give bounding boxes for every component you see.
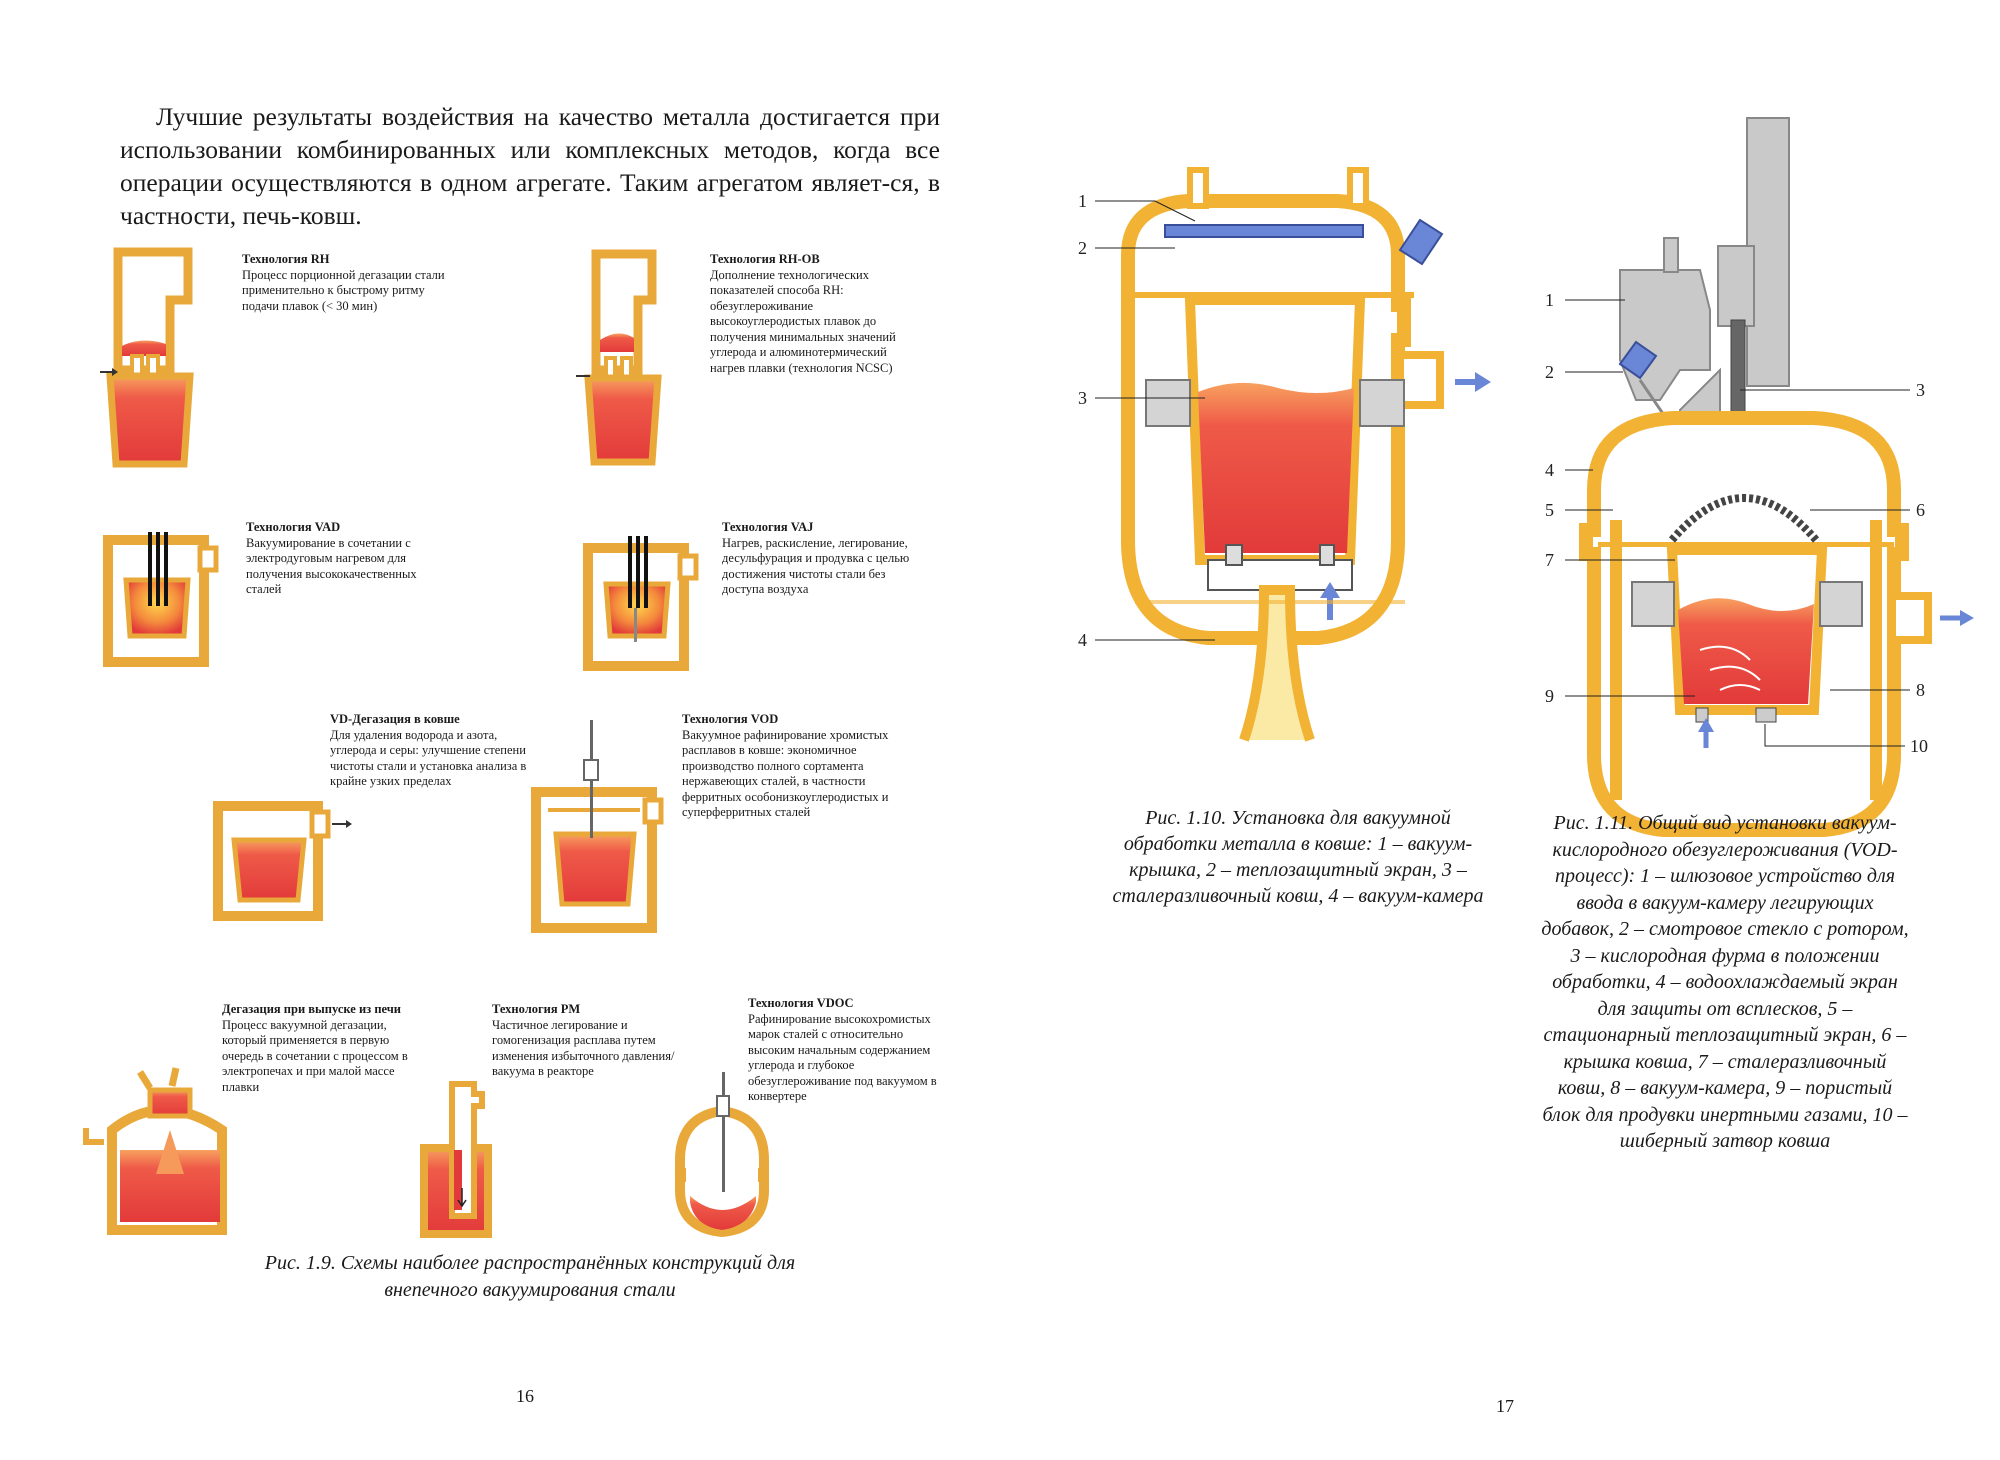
scheme-vaj-text: Технология VAJ Нагрев, раскисление, леги… bbox=[722, 520, 922, 598]
fig11-label-2: 2 bbox=[1545, 362, 1554, 382]
scheme-vdoc-text: Технология VDOC Рафинирование высокохром… bbox=[748, 996, 948, 1105]
fig11-label-10: 10 bbox=[1910, 736, 1928, 756]
fig11-label-5: 5 bbox=[1545, 500, 1554, 520]
scheme-rhob-drawing bbox=[576, 249, 662, 466]
scheme-vdoc-drawing bbox=[675, 1072, 769, 1238]
scheme-rhob-text: Технология RH-OB Дополнение технологичес… bbox=[710, 252, 920, 376]
scheme-vod-text: Технология VOD Вакуумное рафинирование х… bbox=[682, 712, 912, 821]
caption-fig-1-10: Рис. 1.10. Установка для вакуумной обраб… bbox=[1112, 807, 1484, 907]
scheme-title: Технология PM bbox=[492, 1002, 581, 1016]
scheme-desc: Вакуумное рафинирование хромистых распла… bbox=[682, 727, 889, 820]
scheme-desc: Рафинирование высокохромистых марок стал… bbox=[748, 1011, 937, 1104]
fig-1-11-drawing bbox=[1565, 117, 1974, 837]
scheme-desc: Частичное легирование и гомогенизация ра… bbox=[492, 1017, 675, 1079]
caption-fig-1-11: Рис. 1.11. Общий вид установки вакуум-ки… bbox=[1541, 812, 1909, 1152]
fig11-label-9: 9 bbox=[1545, 686, 1554, 706]
intro-text: Лучшие результаты воздействия на качеств… bbox=[120, 102, 940, 230]
scheme-vaj-drawing bbox=[583, 536, 699, 671]
scheme-desc: Процесс вакуумной дегазации, который при… bbox=[222, 1017, 408, 1094]
fig10-label-1: 1 bbox=[1078, 191, 1087, 211]
fig10-label-2: 2 bbox=[1078, 238, 1087, 258]
fig11-label-4: 4 bbox=[1545, 460, 1554, 480]
fig11-label-6: 6 bbox=[1916, 500, 1925, 520]
scheme-rh-drawing bbox=[100, 247, 194, 468]
fig10-label-3: 3 bbox=[1078, 388, 1087, 408]
page-number-left: 16 bbox=[516, 1386, 534, 1406]
fig11-label-1: 1 bbox=[1545, 290, 1554, 310]
scheme-title: Технология VOD bbox=[682, 712, 779, 726]
scheme-title: Технология VAD bbox=[246, 520, 341, 534]
scheme-vad-text: Технология VAD Вакуумирование в сочетани… bbox=[246, 520, 446, 598]
caption-fig-1-9: Рис. 1.9. Схемы наиболее распространённы… bbox=[264, 1252, 796, 1301]
scheme-title: Технология VAJ bbox=[722, 520, 814, 534]
scheme-title: VD-Дегазация в ковше bbox=[330, 712, 460, 726]
scheme-vd-text: VD-Дегазация в ковше Для удаления водоро… bbox=[330, 712, 530, 790]
fig-1-10-drawing bbox=[1095, 167, 1491, 742]
scheme-vod-drawing bbox=[531, 720, 664, 933]
fig11-label-7: 7 bbox=[1545, 550, 1554, 570]
intro-paragraph: Лучшие результаты воздействия на качеств… bbox=[120, 100, 940, 232]
scheme-pm-text: Технология PM Частичное легирование и го… bbox=[492, 1002, 692, 1080]
scheme-desc: Нагрев, раскисление, легирование, десуль… bbox=[722, 535, 910, 597]
scheme-rh-text: Технология RH Процесс порционной дегазац… bbox=[242, 252, 452, 314]
page-number-right: 17 bbox=[1496, 1396, 1514, 1416]
scheme-desc: Дополнение технологических показателей с… bbox=[710, 267, 896, 375]
scheme-title: Технология VDOC bbox=[748, 996, 854, 1010]
fig11-label-8: 8 bbox=[1916, 680, 1925, 700]
fig10-label-4: 4 bbox=[1078, 630, 1087, 650]
scheme-title: Технология RH bbox=[242, 252, 330, 266]
scheme-desc: Процесс порционной дегазации стали приме… bbox=[242, 267, 445, 313]
scheme-vd-drawing bbox=[213, 801, 352, 921]
scheme-tapping-drawing bbox=[83, 1067, 227, 1235]
scheme-desc: Для удаления водорода и азота, углерода … bbox=[330, 727, 527, 789]
fig11-label-3: 3 bbox=[1916, 380, 1925, 400]
scheme-title: Дегазация при выпуске из печи bbox=[222, 1002, 402, 1016]
scheme-vad-drawing bbox=[103, 532, 219, 667]
scheme-pm-drawing bbox=[420, 1081, 492, 1238]
scheme-desc: Вакуумирование в сочетании с электродуго… bbox=[246, 535, 417, 597]
scheme-title: Технология RH-OB bbox=[710, 252, 820, 266]
scheme-tapping-text: Дегазация при выпуске из печи Процесс ва… bbox=[222, 1002, 427, 1095]
